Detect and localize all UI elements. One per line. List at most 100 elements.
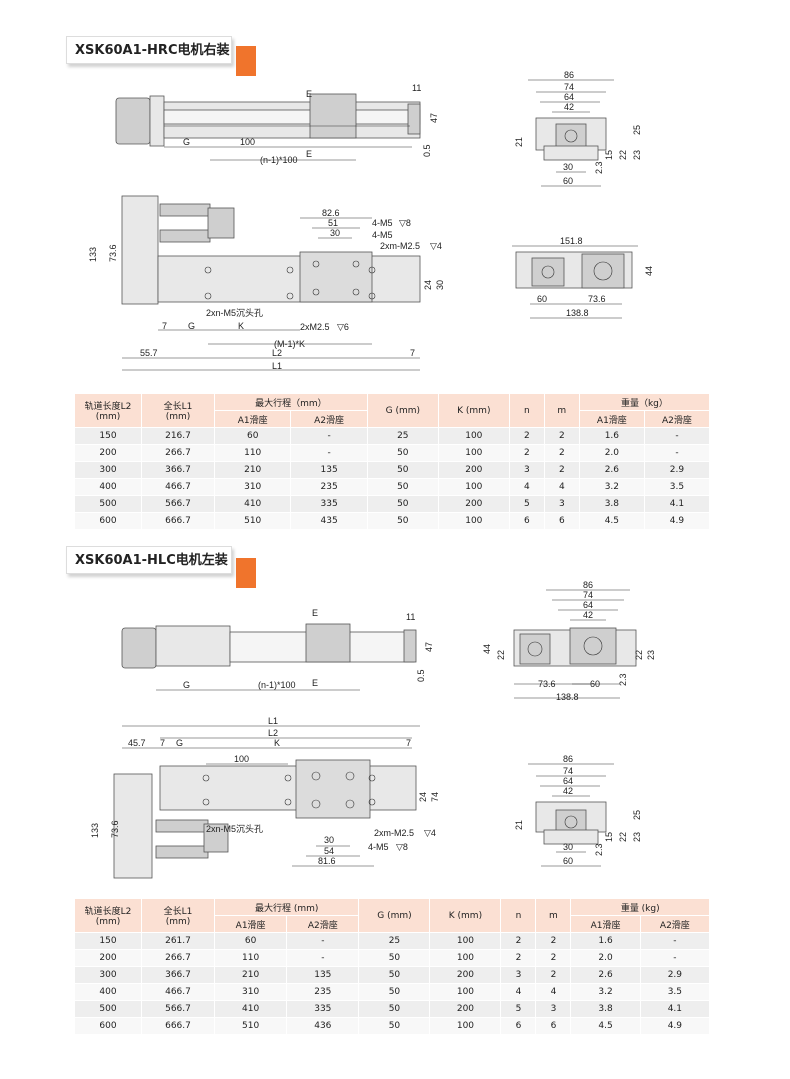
dim-label: 21 (514, 137, 524, 147)
dim-label: 47 (429, 113, 439, 123)
dim-label: 74 (563, 766, 573, 776)
table-cell: 335 (290, 495, 368, 513)
header-weight: 重量 (kg) (570, 898, 710, 916)
header-m: m (535, 898, 572, 933)
dim-label: 2xm-M2.5 (374, 828, 414, 838)
dim-label: (n-1)*100 (260, 155, 298, 165)
header-weight-a1: A1滑座 (578, 410, 645, 428)
table-cell: 3.2 (578, 478, 645, 496)
table-cell: 216.7 (141, 427, 215, 445)
dim-label: 0.5 (422, 144, 432, 157)
table-cell: 235 (290, 478, 368, 496)
table-cell: 50 (366, 461, 439, 479)
table-cell: 2 (508, 427, 545, 445)
table-cell: 666.7 (141, 1017, 215, 1035)
dim-label: 15 (604, 832, 614, 842)
dim-label: 21 (514, 820, 524, 830)
dim-label: 44 (482, 644, 492, 654)
dim-label: G (183, 137, 190, 147)
header-unit: (mm) (165, 917, 191, 927)
section-accent-bar (236, 46, 256, 76)
top-view (121, 195, 421, 305)
table-cell: 100 (437, 427, 510, 445)
table-cell: 600 (74, 512, 142, 530)
dim-label: 73.6 (588, 294, 606, 304)
table-cell: 60 (213, 427, 292, 445)
table-cell: 2 (535, 949, 572, 967)
table-cell: 335 (286, 1000, 360, 1018)
table-cell: - (290, 427, 368, 445)
table-cell: 600 (74, 1017, 142, 1035)
table-cell: 4 (543, 478, 580, 496)
table-cell: 100 (429, 1017, 502, 1035)
table-cell: 2 (508, 444, 545, 462)
header-weight-a1: A1滑座 (570, 915, 641, 933)
table-cell: 2.6 (570, 966, 641, 984)
dim-label: 30 (563, 842, 573, 852)
table-cell: 50 (366, 444, 439, 462)
dim-label: 60 (590, 679, 600, 689)
table-cell: 200 (429, 966, 502, 984)
table-cell: 2 (535, 966, 572, 984)
table-cell: 4 (508, 478, 545, 496)
table-cell: 366.7 (141, 461, 215, 479)
header-weight: 重量（kg） (578, 393, 711, 411)
dim-label: 42 (563, 786, 573, 796)
spec-table-hrc: 轨道长度L2(mm) 全长L1(mm) 最大行程（mm） G (mm) K (m… (74, 393, 711, 530)
table-cell: 566.7 (141, 1000, 215, 1018)
motor-end-view (513, 627, 637, 667)
table-cell: 466.7 (141, 478, 215, 496)
table-cell: 135 (286, 966, 360, 984)
table-cell: 3.5 (639, 983, 711, 1001)
side-view (115, 93, 421, 147)
dim-label: 138.8 (556, 692, 579, 702)
table-cell: 2.9 (643, 461, 711, 479)
table-cell: - (639, 932, 711, 950)
dim-label: E (306, 149, 312, 159)
table-cell: 566.7 (141, 495, 215, 513)
section-accent-bar (236, 558, 256, 588)
dim-label: 24 (418, 792, 428, 802)
header-weight-a2: A2滑座 (639, 915, 711, 933)
dim-label: 73.6 (538, 679, 556, 689)
table-cell: 6 (500, 1017, 537, 1035)
table-cell: 300 (74, 966, 142, 984)
table-cell: 2.0 (578, 444, 645, 462)
table-cell: 261.7 (141, 932, 215, 950)
table-cell: 135 (290, 461, 368, 479)
dim-label: 7 (162, 321, 167, 331)
table-cell: 6 (543, 512, 580, 530)
dim-label: (n-1)*100 (258, 680, 296, 690)
dim-label: 11 (412, 83, 421, 93)
dim-label: 25 (632, 810, 642, 820)
table-cell: 2.9 (639, 966, 711, 984)
table-cell: 3.2 (570, 983, 641, 1001)
table-cell: 4.5 (570, 1017, 641, 1035)
table-cell: 4.5 (578, 512, 645, 530)
table-cell: 2.6 (578, 461, 645, 479)
table-cell: 3.8 (570, 1000, 641, 1018)
dim-label: 74 (583, 590, 593, 600)
dim-label: 4-M5 (372, 218, 393, 228)
dim-label: 22 (618, 150, 628, 160)
dim-label: 47 (424, 642, 434, 652)
dim-label: 60 (563, 176, 573, 186)
drawing-hlc: E E 11 47 0.5 G (n-1)*100 L1 L2 45.7 7 G… (90, 580, 656, 879)
header-m: m (543, 393, 580, 428)
table-cell: - (290, 444, 368, 462)
dim-label: 86 (564, 70, 574, 80)
dim-label: 22 (496, 650, 506, 660)
dim-label: L1 (272, 361, 282, 371)
header-k: K (mm) (437, 393, 510, 428)
dim-label: 22 (618, 832, 628, 842)
dim-label: 7 (410, 348, 415, 358)
table-cell: 3.8 (578, 495, 645, 513)
table-cell: 110 (213, 444, 292, 462)
table-cell: 50 (366, 512, 439, 530)
dim-label: 2xn-M5沉头孔 (206, 308, 263, 318)
dim-label: 42 (583, 610, 593, 620)
